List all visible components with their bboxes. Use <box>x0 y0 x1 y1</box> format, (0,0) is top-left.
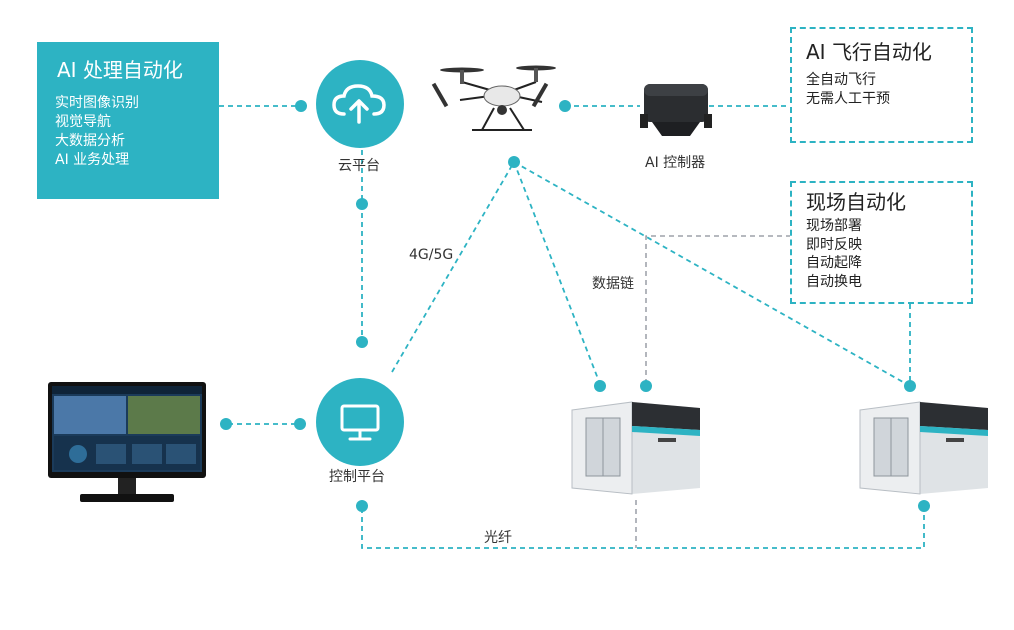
ai-processing-panel: AI 处理自动化 实时图像识别 视觉导航 大数据分析 AI 业务处理 <box>37 42 219 199</box>
monitor-image <box>48 382 206 502</box>
ai-controller-label: AI 控制器 <box>645 155 706 171</box>
cloud-upload-icon <box>332 84 386 124</box>
node-dot <box>508 156 520 168</box>
link-datalink-gray <box>645 235 790 384</box>
node-dot <box>294 418 306 430</box>
site-automation-item: 现场部署 <box>806 218 862 234</box>
node-dot <box>356 336 368 348</box>
fiber-label: 光纤 <box>484 530 512 546</box>
control-platform-label: 控制平台 <box>329 469 385 485</box>
node-dot <box>356 198 368 210</box>
link-fiber <box>361 508 925 549</box>
ai-processing-item: 大数据分析 <box>55 133 125 149</box>
node-dot <box>356 500 368 512</box>
site-automation-item: 自动起降 <box>806 255 862 271</box>
monitor-icon <box>340 404 380 441</box>
site-automation-panel: 现场自动化 现场部署 即时反映 自动起降 自动换电 <box>790 181 973 304</box>
node-dot <box>904 380 916 392</box>
node-dot <box>220 418 232 430</box>
ai-processing-item: 实时图像识别 <box>55 95 139 111</box>
ai-processing-item: AI 业务处理 <box>55 152 130 168</box>
cellular-link-label: 4G/5G <box>409 247 454 263</box>
cloud-platform-label: 云平台 <box>338 158 380 174</box>
site-automation-item: 自动换电 <box>806 273 862 290</box>
ai-flight-item: 全自动飞行 <box>806 72 876 88</box>
link-drone-station2 <box>513 161 911 387</box>
node-dot <box>640 380 652 392</box>
node-dot <box>918 500 930 512</box>
ai-processing-item: 视觉导航 <box>55 114 111 130</box>
datalink-label: 数据链 <box>592 276 634 292</box>
ai-processing-title: AI 处理自动化 <box>57 58 183 82</box>
drone-image <box>431 65 556 131</box>
station-2-image <box>859 401 988 495</box>
ai-flight-panel: AI 飞行自动化 全自动飞行 无需人工干预 <box>790 27 973 143</box>
ai-flight-item: 无需人工干预 <box>806 91 890 107</box>
control-platform-node <box>316 378 404 466</box>
node-dot <box>559 100 571 112</box>
link-cellular <box>391 161 515 373</box>
link-drone-station1 <box>513 161 601 385</box>
station-1-image <box>571 401 700 495</box>
ai-controller-image <box>640 84 712 136</box>
node-dot <box>295 100 307 112</box>
site-automation-item: 即时反映 <box>806 236 862 253</box>
site-automation-title: 现场自动化 <box>806 190 906 214</box>
cloud-platform-node <box>316 60 404 148</box>
ai-flight-title: AI 飞行自动化 <box>806 40 932 64</box>
node-dot <box>594 380 606 392</box>
